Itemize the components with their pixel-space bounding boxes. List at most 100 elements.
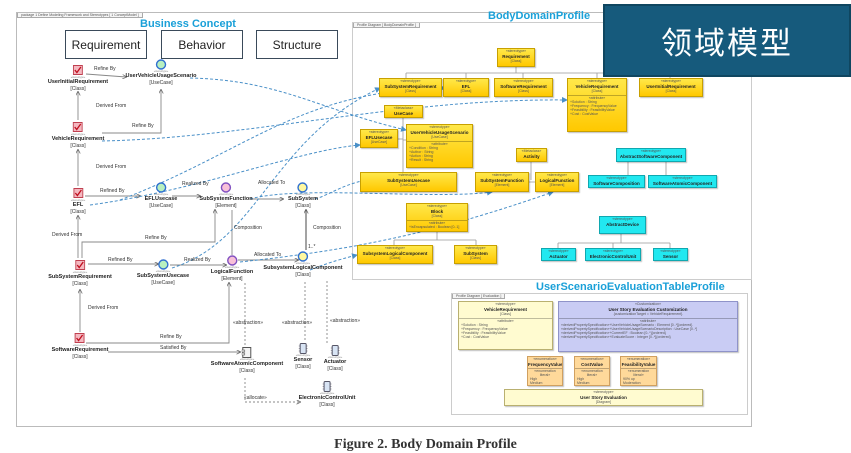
stereotype-box-block[interactable]: «stereotype»Block[Class]«attribute»+isEn…: [406, 203, 468, 232]
stereotype-box-softwareatomiccomponent[interactable]: «stereotype»SoftwareAtomicComponent: [648, 175, 717, 188]
box-attribute: +Feasibility : FeasibilityValue: [461, 331, 506, 335]
node-type: [Class]: [319, 402, 335, 408]
stereotype-box-softwarecomposition[interactable]: «stereotype»SoftwareComposition: [588, 175, 645, 188]
box-stereotype: «stereotype»: [606, 176, 627, 180]
node-type: [Class]: [327, 366, 343, 372]
box-attribute: Medium: [577, 381, 590, 385]
concept-node-logicalfunction[interactable]: «stereotype»LogicalFunction[Element]: [211, 255, 253, 283]
stereotype-box-efl[interactable]: «stereotype»EFL[Class]: [443, 78, 489, 97]
edge-label: Refine By: [132, 123, 154, 129]
stereotype-box-electroniccontrolunit[interactable]: «stereotype»ElectronicControlUnit: [585, 248, 641, 261]
concept-node-subsystemfunction[interactable]: «stereotype»SubSystemFunction[Element]: [199, 182, 253, 210]
concept-node-softwarerequirement[interactable]: «stereotype»SoftwareRequirement[Class]: [52, 333, 108, 361]
box-stereotype: «stereotype»: [426, 204, 448, 208]
node-type: [UseCase]: [149, 80, 173, 86]
body-domain-profile-title: BodyDomainProfile: [488, 10, 591, 22]
node-stereotype: «stereotype»: [70, 76, 86, 79]
box-type: [Class]: [665, 89, 677, 93]
stereotype-box-softwarerequirement[interactable]: «stereotype»SoftwareRequirement[Class]: [494, 78, 553, 97]
edge-label: Allocated To: [254, 252, 282, 258]
concept-node-vehiclerequirement[interactable]: «stereotype»VehicleRequirement[Class]: [52, 122, 104, 150]
box-stereotype: «stereotype»: [491, 173, 513, 177]
box-attribute: +Feasibility : FeasibilityValue: [570, 108, 615, 112]
concept-node-sensor[interactable]: «stereotype»Sensor[Class]: [294, 343, 312, 371]
concept-node-efl[interactable]: «stereotype»EFL[Class]: [70, 188, 86, 216]
stereotype-box-abstractsoftwarecomponent[interactable]: «stereotype»AbstractSoftwareComponent: [616, 148, 686, 162]
box-stereotype: «enumeration»: [580, 357, 604, 361]
concept-node-subsystemlogicalcomponent[interactable]: «stereotype»SubsystemLogicalComponent[Cl…: [263, 251, 343, 279]
concept-node-subsystem[interactable]: «stereotype»SubSystem[Class]: [288, 182, 318, 210]
stereotype-box-feasibilityvalue[interactable]: «enumeration»FeasibilityValue«enumeratio…: [620, 356, 657, 386]
concept-node-userinitialrequirement[interactable]: «stereotype»UserInitialRequirement[Class…: [48, 65, 108, 93]
requirement-check-icon: [72, 122, 83, 133]
box-attribute: «derivedPropertySpecification»+UserVehic…: [561, 327, 698, 331]
stereotype-box-costvalue[interactable]: «enumeration»CostValue«enumeration liter…: [574, 356, 610, 386]
box-name: Requirement: [502, 54, 530, 59]
stereotype-box-requirement[interactable]: «stereotype»Requirement[Class]: [497, 48, 535, 67]
stereotype-box-subsystemrequirement[interactable]: «stereotype»SubSystemRequirement[Class]: [379, 78, 442, 97]
concept-node-actuator[interactable]: «stereotype»Actuator[Class]: [323, 345, 347, 373]
stereotype-box-activity[interactable]: «Metaclass»Activity: [516, 148, 547, 162]
box-attribute: +Action : String: [409, 154, 433, 158]
box-stereotype: «stereotype»: [546, 173, 568, 177]
category-behavior: Behavior: [161, 30, 243, 59]
node-stereotype: «stereotype»: [224, 266, 240, 269]
node-stereotype: «stereotype»: [72, 344, 88, 347]
stereotype-box-sensor[interactable]: «stereotype»Sensor: [653, 248, 688, 261]
box-type: [Element]: [494, 183, 510, 187]
package-tab[interactable]: package 1 Define Modeling Framework and …: [17, 13, 143, 18]
box-attribute: «enumeration literal»: [627, 369, 650, 377]
concept-node-uservehicleusagescenario[interactable]: «stereotype»UserVehicleUsageScenario[Use…: [126, 59, 196, 87]
concept-node-electroniccontrolunit[interactable]: «stereotype»ElectronicControlUnit[Class]: [299, 381, 355, 409]
node-name: LogicalFunction: [210, 269, 254, 275]
stereotype-box-userinitialrequirement[interactable]: «stereotype»UserInitialRequirement[Class…: [639, 78, 703, 97]
stereotype-box-vehiclerequirement[interactable]: «stereotype»VehicleRequirement[Class]«at…: [458, 301, 553, 350]
stereotype-box-usecase[interactable]: «Metaclass»UseCase: [384, 105, 423, 118]
box-attribute: +Solution : String: [570, 100, 597, 104]
profile-diagram-tab[interactable]: Profile Diagram [ BodyDomainProfile ]: [353, 23, 420, 28]
concept-node-subsystemusecase[interactable]: «stereotype»SubSystemUsecase[UseCase]: [137, 259, 189, 287]
box-name: AbstractSoftwareComponent: [619, 154, 683, 159]
node-name: UserInitialRequirement: [47, 79, 109, 85]
requirement-check-icon: [74, 333, 85, 344]
stereotype-box-abstractdevice[interactable]: «stereotype»AbstractDevice: [599, 216, 646, 234]
node-name: Actuator: [323, 359, 347, 365]
box-stereotype: «stereotype»: [465, 246, 486, 250]
node-name: EFL: [72, 202, 84, 208]
concept-node-eflusecase[interactable]: «stereotype»EFLUsecase[UseCase]: [145, 182, 177, 210]
evaluation-diagram-tab[interactable]: Profile Diagram [ Evaluation ]: [452, 294, 506, 299]
stereotype-box-actuator[interactable]: «stereotype»Actuator: [541, 248, 576, 261]
node-type: [Class]: [239, 368, 255, 374]
box-name: CostValue: [581, 362, 603, 367]
stereotype-box-frequencyvalue[interactable]: «enumeration»FrequencyValue«enumeration …: [527, 356, 563, 386]
edge-label: «abstraction»: [233, 320, 264, 326]
node-type: [UseCase]: [151, 280, 175, 286]
box-type: [UseCase]: [431, 135, 448, 139]
box-name: VehicleRequirement: [483, 307, 528, 312]
stereotype-box-subsystem[interactable]: «stereotype»SubSystem[Class]: [454, 245, 497, 264]
box-stereotype: «stereotype»: [398, 173, 419, 177]
node-stereotype: «stereotype»: [153, 193, 169, 196]
concept-node-softwareatomiccomponent[interactable]: «stereotype»SoftwareAtomicComponent[Clas…: [211, 347, 283, 375]
stereotype-box-subsystemfunction[interactable]: «stereotype»SubSystemFunction[Element]: [475, 172, 529, 192]
box-name: Block: [430, 209, 444, 214]
stereotype-box-vehiclerequirement[interactable]: «stereotype»VehicleRequirement[Class]«at…: [567, 78, 627, 132]
box-stereotype: «stereotype»: [602, 249, 624, 253]
box-attributes: «attribute»+Solution : String+Frequency …: [459, 318, 552, 339]
stereotype-box-user-story-evaluation[interactable]: «stereotype»User Story Evaluation[Diagra…: [504, 389, 703, 406]
box-stereotype: «stereotype»: [495, 302, 516, 306]
stereotype-box-user-story-evaluation-customization[interactable]: «Customization»User Story Evaluation Cus…: [558, 301, 738, 352]
category-structure: Structure: [256, 30, 338, 59]
box-name: EFLUsecase: [365, 135, 393, 140]
edge-label: Allocated To: [258, 180, 286, 186]
node-stereotype: «stereotype»: [70, 133, 86, 136]
stereotype-box-logicalfunction[interactable]: «stereotype»LogicalFunction[Element]: [535, 172, 579, 192]
stereotype-box-eflusecase[interactable]: «stereotype»EFLUsecase[UseCase]: [360, 129, 398, 148]
box-attribute: Low: [530, 385, 560, 386]
concept-node-subsystemrequirement[interactable]: «stereotype»SubSystemRequirement[Class]: [48, 260, 112, 288]
box-attribute: Easy: [623, 385, 654, 386]
box-attributes: «attribute»+Solution : String+Frequency …: [568, 95, 626, 116]
stereotype-box-subsystemlogicalcomponent[interactable]: «stereotype»SubsystemLogicalComponent[Cl…: [357, 245, 433, 264]
stereotype-box-subsystemusecase[interactable]: «stereotype»SubSystemUsecase[UseCase]: [360, 172, 457, 192]
stereotype-box-uservehicleusagescenario[interactable]: «stereotype»UserVehicleUsageScenario[Use…: [406, 124, 473, 168]
